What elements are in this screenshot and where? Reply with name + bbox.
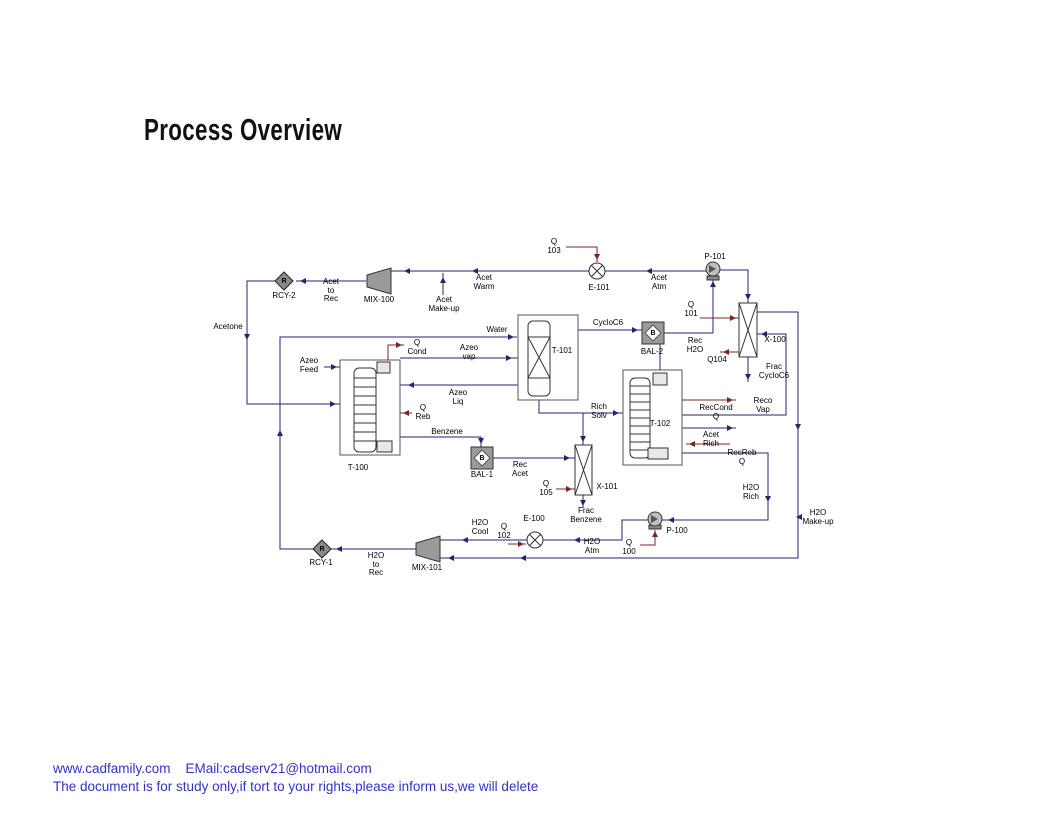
stream-label-acet-to-rec: Acet to Rec <box>322 277 340 304</box>
stream-label-cycloc6: CycloC6 <box>592 318 624 327</box>
stream-label-azeo-feed: Azeo Feed <box>299 356 319 374</box>
stream-label-h2o-cool: H2O Cool <box>471 518 489 536</box>
stream-label-q101: Q 101 <box>684 300 698 318</box>
stream-label-recreb-q: RecReb Q <box>727 448 757 466</box>
heater-icon[interactable] <box>588 262 606 280</box>
column-trays-icon <box>630 385 650 451</box>
stream-label-acet-atm: Acet Atm <box>650 273 668 291</box>
equipment-label-bal1: BAL-1 <box>470 470 494 479</box>
stream-label-frac-cycloc6: Frac CycloC6 <box>758 362 790 380</box>
mixer-icon[interactable] <box>366 267 392 295</box>
pump-icon[interactable] <box>647 511 663 530</box>
balance-icon[interactable] <box>641 321 665 345</box>
energy-line <box>640 530 656 546</box>
condenser-icon <box>652 372 668 386</box>
column-t102[interactable] <box>622 369 683 466</box>
balance-icon-letter: B <box>479 455 485 462</box>
column-vessel-icon <box>353 367 377 453</box>
equipment-label-p101: P-101 <box>704 252 726 261</box>
stream-label-q103: Q 103 <box>547 237 561 255</box>
stream-label-acet-rich: Acet Rich <box>702 430 720 448</box>
stream-label-reccond-q: RecCond Q <box>699 403 733 421</box>
column-t100[interactable] <box>339 359 401 456</box>
equipment-label-mix101: MIX-101 <box>411 563 443 572</box>
stream-label-h2o-to-rec: H2O to Rec <box>367 551 385 578</box>
stream-lines <box>246 269 799 559</box>
recycle-icon[interactable] <box>274 271 294 291</box>
equipment-label-e101: E-101 <box>588 283 610 292</box>
stream-label-rec-h2o: Rec H2O <box>686 336 704 354</box>
stream-line <box>682 333 787 416</box>
reboiler-icon <box>647 447 669 460</box>
packing-icon <box>527 336 551 379</box>
stream-label-benzene: Benzene <box>431 427 463 436</box>
stream-label-h2o-rich: H2O Rich <box>742 483 760 501</box>
watermark-line1: www.cadfamily.com EMail:cadserv21@hotmai… <box>53 761 372 776</box>
equipment-label-x100: X-100 <box>764 335 786 344</box>
equipment-label-x101: X-101 <box>596 482 618 491</box>
stream-line <box>720 269 749 303</box>
stream-label-reco-vap: Reco Vap <box>753 396 773 414</box>
equipment-label-rcy1: RCY-1 <box>309 558 333 567</box>
column-t101[interactable] <box>517 314 579 401</box>
stream-label-h2o-makeup: H2O Make-up <box>802 508 834 526</box>
stream-label-q100: Q 100 <box>622 538 636 556</box>
stream-label-q-cond: Q Cond <box>407 338 427 356</box>
stream-label-frac-benzene: Frac Benzene <box>570 506 602 524</box>
watermark-line2: The document is for study only,if tort t… <box>53 779 539 794</box>
equipment-label-bal2: BAL-2 <box>640 347 664 356</box>
equipment-label-mix100: MIX-100 <box>363 295 395 304</box>
splitter-icon[interactable] <box>738 302 758 358</box>
stream-line <box>538 400 623 414</box>
stream-label-q102: Q 102 <box>497 522 511 540</box>
stream-line <box>662 452 769 521</box>
equipment-label-t100: T-100 <box>347 463 369 472</box>
energy-arrowheads <box>396 254 736 547</box>
stream-line <box>279 336 517 550</box>
stream-label-acetone: Acetone <box>213 322 243 331</box>
stream-label-acet-warm: Acet Warm <box>473 273 495 291</box>
stream-label-rich-solv: Rich Solv <box>590 402 608 420</box>
stream-label-azeo-liq: Azeo Liq <box>448 388 468 406</box>
recycle-icon-letter: R <box>281 278 287 285</box>
stream-label-acet-makeup: Acet Make-up <box>428 295 460 313</box>
mixer-icon[interactable] <box>415 535 441 563</box>
equipment-label-e100: E-100 <box>523 514 545 523</box>
column-trays-icon <box>354 377 376 442</box>
recycle-icon-letter: R <box>319 546 325 553</box>
condenser-icon <box>376 361 391 374</box>
stream-label-h2o-atm: H2O Atm <box>583 537 601 555</box>
balance-icon-letter: B <box>650 330 656 337</box>
stream-label-water: Water <box>486 325 508 334</box>
stream-line <box>543 519 648 541</box>
pump-icon[interactable] <box>705 261 721 281</box>
cooler-icon[interactable] <box>526 531 544 549</box>
stream-label-rec-acet: Rec Acet <box>511 460 529 478</box>
equipment-label-t101: T-101 <box>551 346 573 355</box>
stream-label-q-reb: Q Reb <box>415 403 431 421</box>
equipment-label-p100: P-100 <box>666 526 688 535</box>
page-title: Process Overview <box>144 112 343 147</box>
equipment-label-t102: T-102 <box>649 419 671 428</box>
reboiler-icon <box>376 440 393 453</box>
recycle-icon[interactable] <box>312 539 332 559</box>
stream-label-azeo-vap: Azeo vap <box>459 343 479 361</box>
splitter-icon[interactable] <box>574 444 593 496</box>
equipment-label-rcy2: RCY-2 <box>272 291 296 300</box>
stream-label-q104: Q104 <box>707 355 727 364</box>
stream-line <box>440 311 799 559</box>
energy-line <box>566 246 598 262</box>
balance-icon[interactable] <box>470 446 494 470</box>
stream-line <box>246 280 340 405</box>
stream-label-q105: Q 105 <box>539 479 553 497</box>
stream-line <box>400 436 482 447</box>
